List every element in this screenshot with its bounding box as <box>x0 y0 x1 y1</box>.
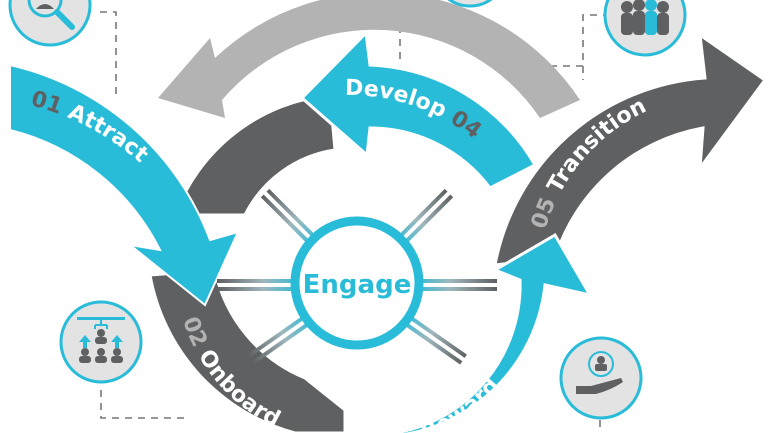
reward-arrow <box>340 232 594 433</box>
spoke <box>412 279 497 291</box>
connector-attract <box>100 11 117 95</box>
onboard-inner-arc <box>172 93 337 217</box>
growth-icon <box>447 0 493 8</box>
hand-care-icon <box>559 336 643 420</box>
spoke <box>260 188 323 251</box>
spokes <box>217 188 497 365</box>
attract-arrow <box>9 63 240 307</box>
connector-onboard <box>100 390 186 419</box>
reward-label: Reward <box>418 373 505 433</box>
transition-arrow <box>493 31 768 267</box>
engage-label: Engage <box>303 270 412 300</box>
spoke <box>398 311 467 365</box>
spoke <box>391 188 454 251</box>
group-people-icon <box>603 0 687 57</box>
team-hierarchy-icon <box>59 300 143 384</box>
develop-arrow <box>299 29 538 190</box>
return-arrow <box>158 0 580 118</box>
talent-search-icon <box>8 0 92 47</box>
engage-hub: Engage <box>290 216 424 350</box>
connector-transition <box>550 14 610 80</box>
spoke <box>217 279 302 291</box>
spoke <box>247 311 316 365</box>
